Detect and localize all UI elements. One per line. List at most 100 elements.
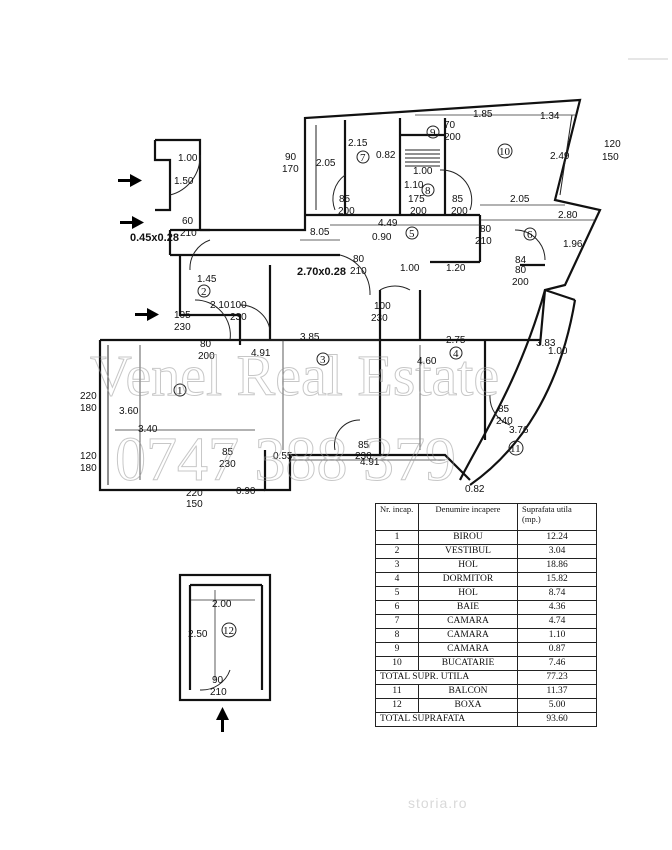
dim-label: 80 xyxy=(515,265,527,276)
dim-label: 200 xyxy=(451,206,468,217)
col-header-nr: Nr. incap. xyxy=(375,503,419,531)
dim-label: 1.00 xyxy=(178,153,198,164)
dim-label: 85 xyxy=(358,440,370,451)
cell-nr: 8 xyxy=(375,628,419,643)
dim-label: 1.00 xyxy=(400,263,420,274)
dim-label: 1.00 xyxy=(548,346,568,357)
dim-label: 230 xyxy=(174,322,191,333)
room-10-label: 10 xyxy=(499,146,511,158)
dim-label: 1.10 xyxy=(404,180,424,191)
cell-area: 7.46 xyxy=(517,656,597,671)
dim-label: 2.05 xyxy=(510,194,530,205)
cell-area: 5.00 xyxy=(517,698,597,713)
dim-label: 85 xyxy=(452,194,464,205)
dim-label: 180 xyxy=(80,463,97,474)
dim-label: 1.45 xyxy=(197,274,217,285)
dim-label: 85 xyxy=(222,447,234,458)
dim-label: 2.50 xyxy=(188,629,208,640)
dim-label: 230 xyxy=(355,451,372,462)
room-3-label: 3 xyxy=(320,354,326,366)
dim-label: 84 xyxy=(515,255,527,266)
col-header-name: Denumire incapere xyxy=(418,503,518,531)
room-8-label: 8 xyxy=(425,185,431,197)
dim-label: 210 xyxy=(475,236,492,247)
cell-area: 8.74 xyxy=(517,586,597,601)
dim-label: 150 xyxy=(186,499,203,510)
dim-label: 8.05 xyxy=(310,227,330,238)
cell-area: 4.74 xyxy=(517,614,597,629)
dim-label: 150 xyxy=(602,152,619,163)
dim-label: 3.60 xyxy=(119,406,139,417)
cell-name: BAIE xyxy=(418,600,518,615)
cell-area: 15.82 xyxy=(517,572,597,587)
cell-name: CAMARA xyxy=(418,642,518,657)
room-markers: 1 2 3 4 5 6 7 8 9 10 11 12 xyxy=(173,125,537,638)
dim-label: 1.96 xyxy=(563,239,583,250)
dim-label: 200 xyxy=(512,277,529,288)
cell-nr: 4 xyxy=(375,572,419,587)
dim-label: 90 xyxy=(285,152,297,163)
dim-label: 120 xyxy=(80,451,97,462)
dim-label: 0.82 xyxy=(465,484,485,495)
dim-label: 1.20 xyxy=(446,263,466,274)
dim-label: 0.82 xyxy=(376,150,396,161)
dim-label: 210 xyxy=(180,228,197,239)
dim-label: 3.85 xyxy=(300,332,320,343)
cell-area: 12.24 xyxy=(517,530,597,545)
dim-label: 2.00 xyxy=(212,599,232,610)
room-12-label: 12 xyxy=(223,625,234,637)
dim-label: 4.60 xyxy=(417,356,437,367)
storage-box-outline xyxy=(178,573,272,702)
watermark-phone: 0747 388 379 xyxy=(115,426,456,494)
cell-name: BUCATARIE xyxy=(418,656,518,671)
dim-label: 105 xyxy=(174,310,191,321)
dim-label: 4.91 xyxy=(360,457,380,468)
cell-nr: 9 xyxy=(375,642,419,657)
dim-label: 4.49 xyxy=(378,218,398,229)
cell-name: BOXA xyxy=(418,698,518,713)
dim-label: 3.76 xyxy=(509,425,529,436)
dim-label: 80 xyxy=(353,254,365,265)
dim-label: 230 xyxy=(230,312,247,323)
cell-name: BALCON xyxy=(418,684,518,699)
dim-label: 170 xyxy=(282,164,299,175)
dim-label: 100 xyxy=(374,301,391,312)
cell-nr: 2 xyxy=(375,544,419,559)
cell-name: VESTIBUL xyxy=(418,544,518,559)
dim-label: 240 xyxy=(496,416,513,427)
arrow-right-icon xyxy=(120,216,144,229)
dim-label: 120 xyxy=(604,139,621,150)
dim-label: 0.90 xyxy=(372,232,392,243)
cell-nr: 3 xyxy=(375,558,419,573)
cell-total-label: TOTAL SUPRAFATA xyxy=(375,712,518,727)
cell-area: 18.86 xyxy=(517,558,597,573)
dim-label: 2.75 xyxy=(446,335,466,346)
dimension-lines xyxy=(115,114,595,680)
cell-name: HOL xyxy=(418,558,518,573)
watermark-name: Venel Real Estate xyxy=(90,343,499,408)
dim-label: 200 xyxy=(444,132,461,143)
room-11-label: 11 xyxy=(510,443,521,455)
cell-name: CAMARA xyxy=(418,614,518,629)
dim-label: 2.49 xyxy=(550,151,570,162)
room-7-label: 7 xyxy=(360,152,366,164)
dim-label: 0.45x0.28 xyxy=(130,232,179,244)
dim-label: 230 xyxy=(219,459,236,470)
dimension-labels: 1.00 1.50 60 210 0.45x0.28 1.45 2.10 100… xyxy=(80,109,621,698)
dim-label: 85 xyxy=(498,404,510,415)
dim-label: 85 xyxy=(339,194,351,205)
dim-label: 0.55 xyxy=(273,451,293,462)
dim-label: 3.40 xyxy=(138,424,158,435)
cell-nr: 5 xyxy=(375,586,419,601)
cell-total-area: 93.60 xyxy=(517,712,597,727)
cell-total-area: 77.23 xyxy=(517,670,597,685)
cell-nr: 7 xyxy=(375,614,419,629)
dim-label: 1.34 xyxy=(540,111,560,122)
dim-label: 200 xyxy=(198,351,215,362)
dim-label: 1.85 xyxy=(473,109,493,120)
